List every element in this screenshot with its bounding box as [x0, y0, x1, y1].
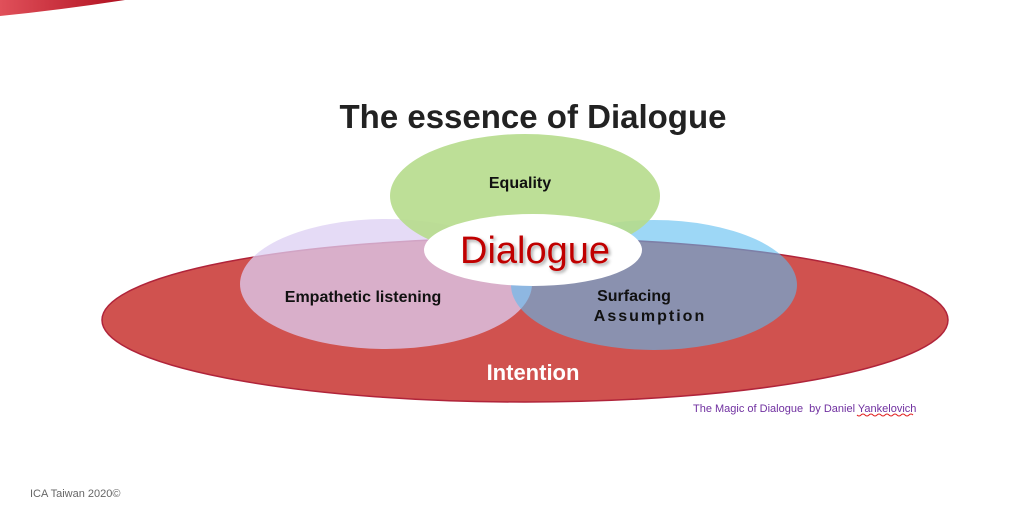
spellcheck-underline: [856, 413, 914, 417]
dialogue-label: Dialogue: [460, 230, 610, 272]
empathetic-listening-label: Empathetic listening: [285, 289, 441, 306]
intention-label: Intention: [487, 360, 580, 385]
footer-copyright: ICA Taiwan 2020©: [30, 488, 120, 500]
dialogue-ellipse: [424, 214, 642, 286]
diagram-title: The essence of Dialogue: [340, 98, 727, 135]
surfacing-label: Surfacing: [597, 288, 671, 305]
source-citation: The Magic of Dialogue by Daniel Yankelov…: [693, 403, 916, 415]
equality-label: Equality: [489, 175, 551, 192]
decorative-swoosh: [0, 0, 125, 16]
assumption-label: Assumption: [594, 308, 706, 325]
